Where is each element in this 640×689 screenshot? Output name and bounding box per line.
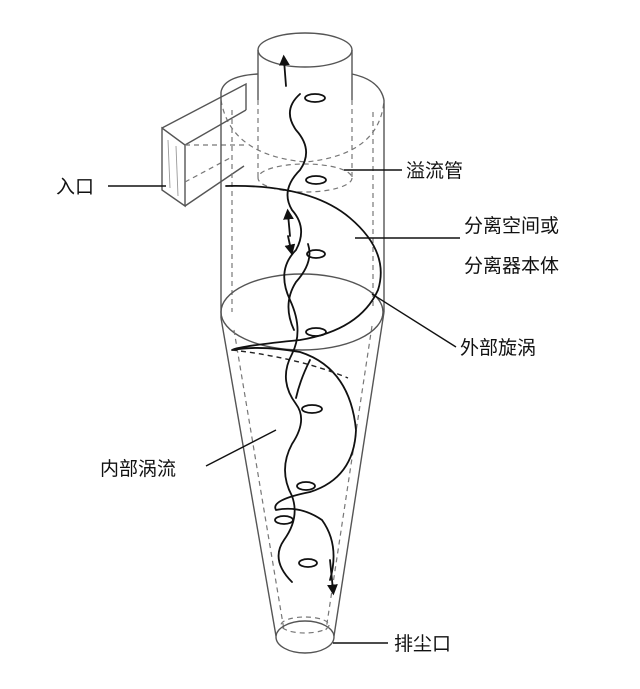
inlet-label: 入口: [56, 176, 94, 198]
separation-space-label-line2: 分离器本体: [464, 255, 559, 277]
overflow-pipe-label: 溢流管: [406, 160, 463, 182]
inner-vortex-flow: [274, 54, 327, 583]
inlet-duct: [161, 82, 247, 208]
separation-space-label-line1: 分离空间或: [464, 215, 559, 237]
outer-vortex-label: 外部旋涡: [460, 337, 536, 359]
cylinder-top: [220, 73, 385, 163]
dust-outlet-label: 排尘口: [394, 633, 451, 655]
cylinder-body: [220, 92, 385, 351]
conical-section: [220, 311, 385, 654]
outer-vortex-leader: [371, 293, 457, 348]
overflow-pipe: [257, 32, 353, 193]
outer-vortex-flow: [225, 185, 382, 596]
leader-lines: [108, 169, 460, 644]
inner-vortex-label: 内部涡流: [100, 458, 176, 480]
inner-vortex-leader: [205, 429, 277, 467]
